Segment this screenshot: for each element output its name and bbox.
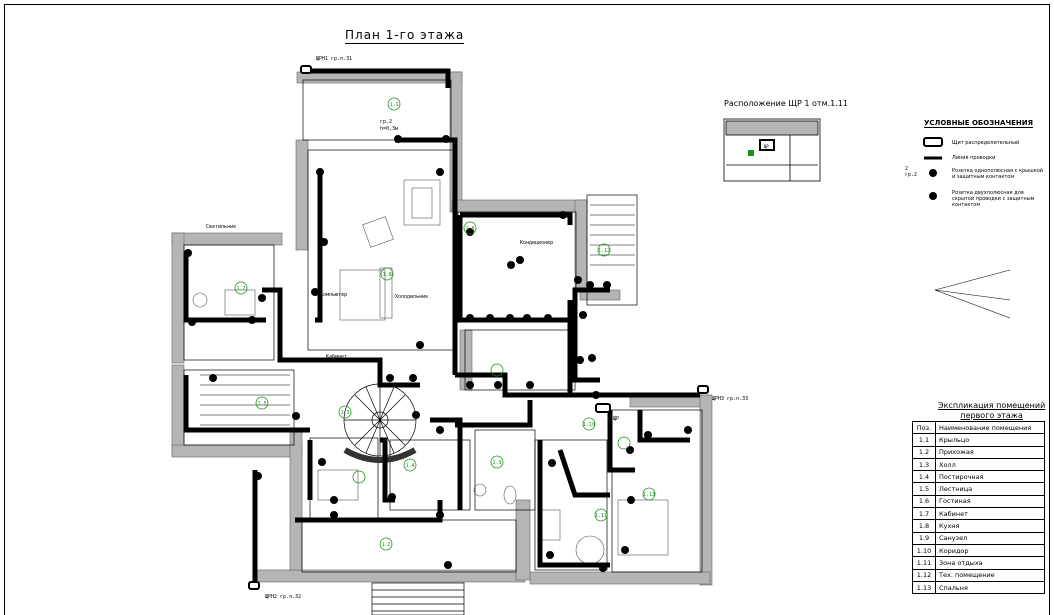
row-pos: 1.11 [912, 556, 936, 570]
annotation-leaders [934, 269, 1011, 319]
room-number: 1.13 [643, 492, 655, 498]
row-pos: 1.8 [912, 519, 936, 533]
room-numbers: 1.1 1.6 1.7 1.8 1.12 1.5 1.3 1.10 1.4 1.… [236, 102, 655, 548]
row-name: Зона отдыха [935, 556, 1045, 570]
legend-title: УСЛОВНЫЕ ОБОЗНАЧЕНИЯ [924, 119, 1033, 128]
room-number: 1.7 [236, 286, 245, 292]
row-name: Спальня [935, 580, 1045, 595]
row-name: Тех. помещение [935, 568, 1045, 582]
room-number: 1.10 [583, 422, 595, 428]
row-pos: 1.13 [912, 580, 936, 595]
room-number: 1.9 [492, 460, 501, 466]
straight-stair [200, 204, 635, 426]
row-pos: 1.4 [912, 470, 936, 484]
header-pos: Поз. [912, 420, 936, 435]
label-corridor: Компьютер [320, 292, 347, 298]
row-pos: 1.7 [912, 507, 936, 521]
label-gostinaya: Светильник [206, 224, 236, 230]
room-number-markers [234, 97, 656, 551]
legend-item-socket-2: Розетка двухполюсная для скрытой проводк… [952, 190, 1035, 208]
table-header-row: Поз. Наименование помещения [912, 420, 1045, 435]
row-pos: 1.3 [912, 457, 936, 472]
annotation-labels: ЩРН1 гр.п.31 ЩРН2 гр.п.32 ЩРН3 гр.п.33 Щ… [206, 56, 748, 600]
location-title: Расположение ЩР 1 отм.1.11 [724, 99, 848, 108]
explication-title: Экспликация помещений первого этажа [938, 401, 1045, 421]
row-name: Кабинет [935, 507, 1045, 521]
row-name: Кухня [935, 519, 1045, 533]
room-number: 1.2 [381, 542, 390, 548]
room-outlines [183, 79, 703, 615]
label-hall-center: Холодильник [395, 294, 428, 300]
row-name: Лестница [935, 482, 1045, 496]
plan-title: План 1-го этажа [345, 28, 465, 44]
panel-label-2: ЩРН2 гр.п.32 [265, 594, 301, 600]
walls [171, 71, 713, 586]
row-pos: 1.1 [912, 433, 936, 447]
room-number: 1.4 [405, 463, 414, 469]
row-pos: 1.10 [912, 543, 936, 558]
label-hall: Кондиционер [520, 240, 553, 246]
room-number: 1.8 [465, 226, 474, 232]
drawing-frame [4, 4, 1050, 615]
legend-marker-count: 2 [905, 166, 908, 172]
marker-height: h=0,3м [380, 126, 398, 132]
location-panel-label: ЩР [764, 144, 769, 149]
row-name: Крыльцо [935, 433, 1045, 447]
legend-item-panel: Щит распределительный [952, 140, 1020, 146]
panel-label-3: ЩРН3 гр.п.33 [712, 396, 748, 402]
row-pos: 1.5 [912, 482, 936, 496]
wiring-lines [183, 68, 700, 590]
row-name: Коридор [935, 543, 1045, 558]
room-number: 1.1 [389, 102, 398, 108]
explication-title-line1: Экспликация помещений [938, 401, 1046, 410]
label-cabinet: Кабинет [326, 353, 347, 360]
panel-label-4: ЩР [613, 416, 619, 422]
legend-item-socket-1: Розетка однополюсная с крышкой и защитны… [952, 168, 1044, 180]
row-pos: 1.12 [912, 568, 936, 582]
row-pos: 1.9 [912, 531, 936, 545]
row-pos: 1.6 [912, 494, 936, 509]
legend-marker-type: гр.2 [905, 172, 917, 178]
spiral-stair [343, 383, 417, 463]
sockets [184, 135, 692, 572]
room-number: 1.6 [382, 272, 391, 278]
marker-type: гр.2 [380, 119, 392, 125]
legend-item-line: Линия проводки [952, 155, 996, 161]
row-pos: 1.2 [912, 445, 936, 459]
legend-symbols: 2 гр.2 [905, 137, 943, 200]
row-name: Гостиная [935, 494, 1045, 509]
room-number: 1.11 [595, 513, 607, 519]
header-name: Наименование помещения [935, 420, 1045, 435]
explication-title-line2: первого этажа [960, 411, 1023, 420]
location-detail [723, 118, 821, 182]
panels [248, 65, 709, 590]
row-name: Санузел [935, 531, 1045, 545]
room-number: 1.3 [340, 410, 349, 416]
room-number: 1.12 [598, 248, 610, 254]
room-number: 1.5 [257, 401, 266, 407]
row-name: Прихожая [935, 445, 1045, 459]
panel-label-1: ЩРН1 гр.п.31 [316, 56, 352, 62]
row-name: Постирочная [935, 470, 1045, 484]
row-name: Холл [935, 457, 1045, 472]
